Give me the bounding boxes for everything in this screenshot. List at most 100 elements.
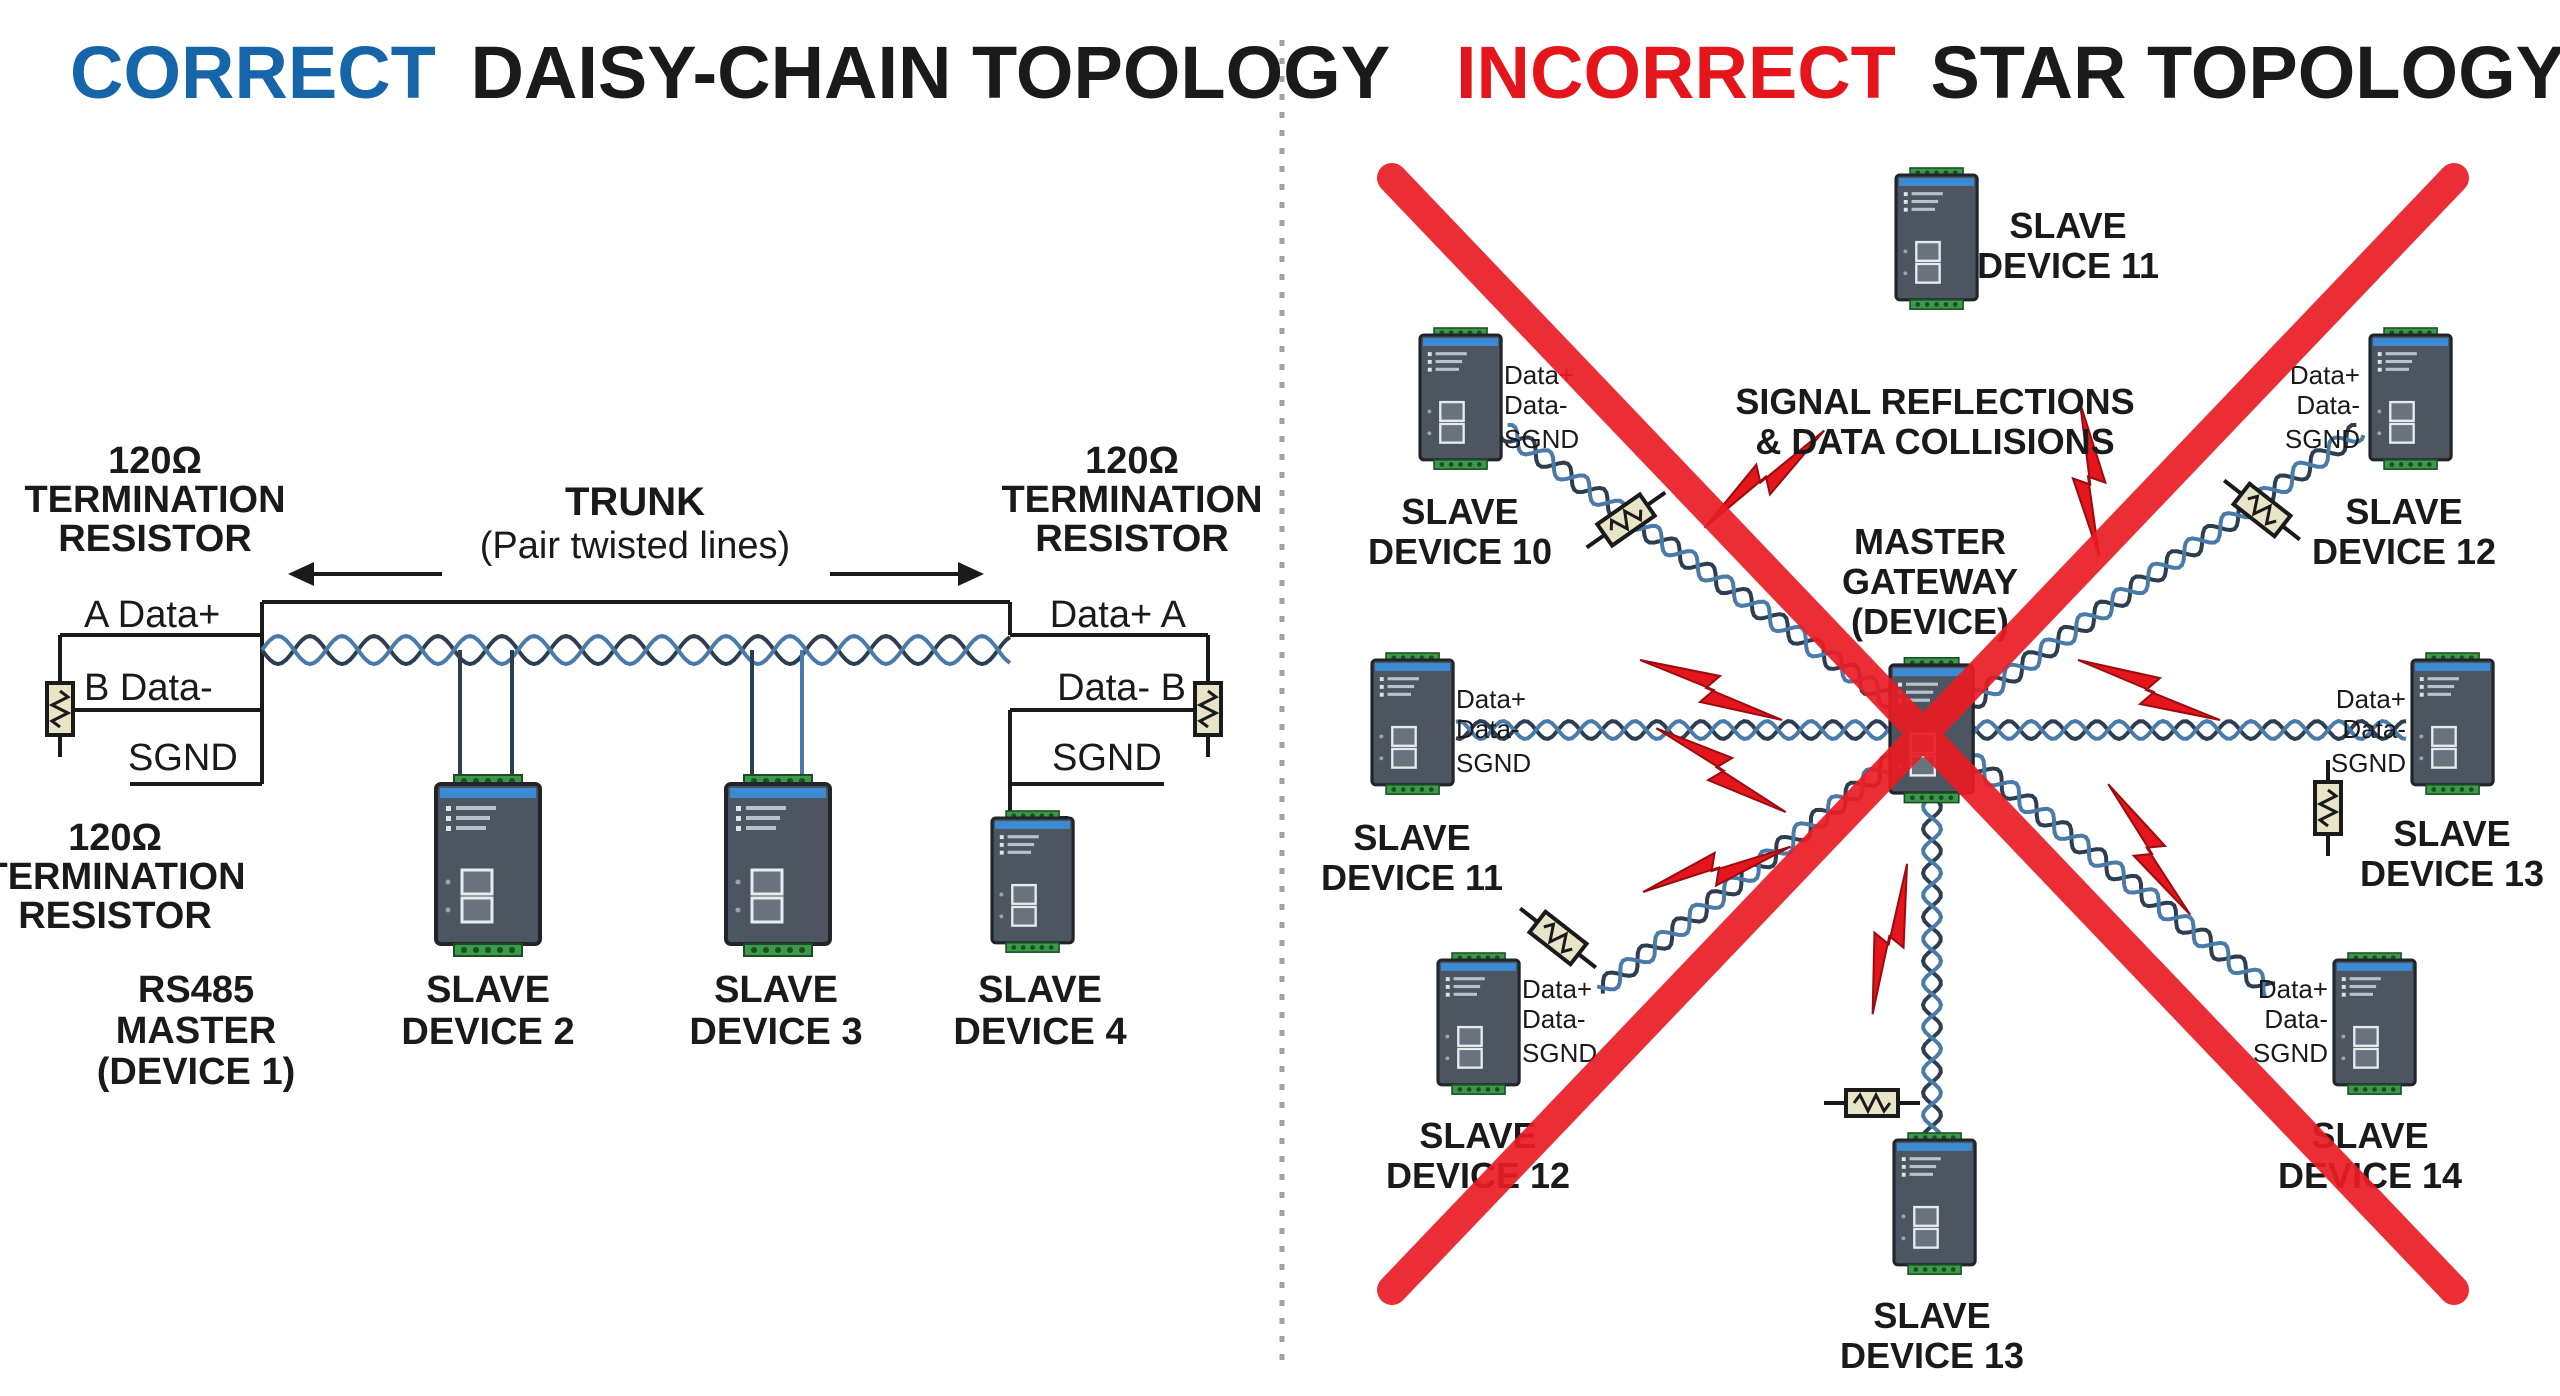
svg-text:120Ω: 120Ω bbox=[108, 440, 202, 482]
svg-text:TERMINATION: TERMINATION bbox=[24, 479, 285, 521]
svg-text:Data-: Data- bbox=[2296, 390, 2360, 420]
svg-text:RESISTOR: RESISTOR bbox=[58, 518, 252, 560]
svg-text:SLAVE: SLAVE bbox=[978, 969, 1102, 1011]
svg-text:Data-: Data- bbox=[1456, 714, 1520, 744]
svg-text:DEVICE 11: DEVICE 11 bbox=[1321, 857, 1503, 898]
svg-text:Data-: Data- bbox=[2342, 714, 2406, 744]
rs485-device-icon bbox=[990, 809, 1075, 954]
svg-text:SLAVE: SLAVE bbox=[2009, 205, 2126, 246]
rs485-device-icon bbox=[1418, 326, 1503, 471]
svg-text:Data-: Data- bbox=[2264, 1004, 2328, 1034]
slave-device-12-label: SLAVE DEVICE 12 bbox=[2312, 491, 2496, 572]
svg-text:SGND: SGND bbox=[1504, 424, 1579, 454]
rs485-device-icon bbox=[2368, 326, 2453, 471]
rs485-device-icon bbox=[434, 773, 542, 958]
svg-text:Data-: Data- bbox=[1504, 390, 1568, 420]
svg-text:SLAVE: SLAVE bbox=[2393, 813, 2510, 854]
termination-resistor-icon bbox=[2214, 468, 2310, 552]
star-spoke-wire bbox=[1930, 434, 2366, 731]
termination-resistor-icon bbox=[1193, 659, 1223, 759]
slave-device-13-label: SLAVE DEVICE 13 bbox=[2360, 813, 2544, 894]
lightning-bolt-icon bbox=[2077, 659, 2221, 721]
svg-text:SGND: SGND bbox=[2331, 748, 2406, 778]
lightning-bolt-icon bbox=[1846, 862, 1933, 1016]
rs485-device-icon bbox=[2410, 651, 2495, 796]
svg-text:(DEVICE 1): (DEVICE 1) bbox=[97, 1051, 295, 1093]
svg-text:RESISTOR: RESISTOR bbox=[18, 895, 212, 937]
rs485-device-icon bbox=[724, 773, 832, 958]
svg-text:SGND: SGND bbox=[2253, 1038, 2328, 1068]
warning-label: SIGNAL REFLECTIONS & DATA COLLISIONS bbox=[1735, 381, 2134, 462]
svg-text:DEVICE 10: DEVICE 10 bbox=[1368, 531, 1552, 572]
termination-label-right: 120Ω TERMINATION RESISTOR bbox=[1001, 440, 1262, 560]
svg-text:DEVICE 4: DEVICE 4 bbox=[953, 1011, 1126, 1053]
svg-text:SGND: SGND bbox=[1522, 1038, 1597, 1068]
star-spoke-wire bbox=[1930, 729, 2276, 989]
rs485-device-icon bbox=[1894, 166, 1979, 311]
svg-text:(DEVICE): (DEVICE) bbox=[1851, 601, 2009, 642]
rs485-device-icon bbox=[1436, 951, 1521, 1096]
svg-text:SLAVE: SLAVE bbox=[1401, 491, 1518, 532]
termination-label-left-bottom: 120Ω TERMINATION RESISTOR bbox=[0, 817, 246, 937]
pins-device-14: Data+ Data- SGND bbox=[2253, 974, 2328, 1068]
svg-text:DEVICE 3: DEVICE 3 bbox=[689, 1011, 862, 1053]
slave-device-2-label: SLAVE DEVICE 2 bbox=[401, 969, 574, 1053]
svg-text:SLAVE: SLAVE bbox=[2345, 491, 2462, 532]
trunk-bus bbox=[58, 600, 1210, 820]
title-correct-word: CORRECT bbox=[70, 31, 436, 114]
svg-text:& DATA COLLISIONS: & DATA COLLISIONS bbox=[1755, 421, 2114, 462]
svg-text:SGND: SGND bbox=[1456, 748, 1531, 778]
termination-resistor-icon bbox=[45, 659, 75, 759]
svg-text:DEVICE 13: DEVICE 13 bbox=[1840, 1335, 2024, 1376]
svg-text:Data+: Data+ bbox=[1522, 974, 1592, 1004]
pins-device-10: Data+ Data- SGND bbox=[1504, 360, 1579, 454]
svg-text:DEVICE 11: DEVICE 11 bbox=[1977, 245, 2159, 286]
pins-device-12-lower: Data+ Data- SGND bbox=[1522, 974, 1597, 1068]
svg-text:120Ω: 120Ω bbox=[68, 817, 162, 859]
svg-text:DEVICE 12: DEVICE 12 bbox=[2312, 531, 2496, 572]
svg-text:SLAVE: SLAVE bbox=[426, 969, 550, 1011]
twisted-pair-trunk bbox=[260, 633, 1012, 667]
signal-a-left: A Data+ bbox=[84, 594, 220, 636]
pins-device-13-right: Data+ Data- SGND bbox=[2331, 684, 2406, 778]
rs485-device-icon bbox=[2332, 951, 2417, 1096]
signal-a-right: Data+ A bbox=[1050, 594, 1187, 636]
svg-text:120Ω: 120Ω bbox=[1085, 440, 1179, 482]
svg-text:SGND: SGND bbox=[2285, 424, 2360, 454]
svg-text:GATEWAY: GATEWAY bbox=[1842, 561, 2018, 602]
signal-sgnd-left: SGND bbox=[128, 737, 238, 779]
lightning-bolt-icon bbox=[1644, 727, 1798, 814]
right-title: INCORRECT STAR TOPOLOGY bbox=[1456, 31, 2560, 114]
svg-text:DEVICE 2: DEVICE 2 bbox=[401, 1011, 574, 1053]
slave-device-11-label: SLAVE DEVICE 11 bbox=[1321, 817, 1503, 898]
lightning-bolt-icon bbox=[1639, 659, 1783, 721]
slave-device-4-label: SLAVE DEVICE 4 bbox=[953, 969, 1126, 1053]
svg-text:SLAVE: SLAVE bbox=[1873, 1295, 1990, 1336]
svg-text:SLAVE: SLAVE bbox=[1353, 817, 1470, 858]
rs485-device-icon bbox=[1370, 651, 1455, 796]
drop-wires bbox=[458, 650, 804, 784]
left-title: CORRECT DAISY-CHAIN TOPOLOGY bbox=[70, 31, 1390, 114]
svg-text:SIGNAL REFLECTIONS: SIGNAL REFLECTIONS bbox=[1735, 381, 2134, 422]
svg-text:DEVICE 13: DEVICE 13 bbox=[2360, 853, 2544, 894]
master-gateway-label: MASTER GATEWAY (DEVICE) bbox=[1842, 521, 2018, 642]
svg-text:SLAVE: SLAVE bbox=[714, 969, 838, 1011]
signal-b-right: Data- B bbox=[1057, 667, 1186, 709]
signal-b-left: B Data- bbox=[84, 667, 213, 709]
star-spoke-wire bbox=[1455, 719, 1934, 741]
master-device-1-label: RS485 MASTER (DEVICE 1) bbox=[97, 969, 295, 1093]
arrow-left-icon bbox=[288, 562, 442, 586]
pins-device-12: Data+ Data- SGND bbox=[2285, 360, 2360, 454]
svg-text:MASTER: MASTER bbox=[1854, 521, 2006, 562]
slave-device-12-lower-label: SLAVE DEVICE 12 bbox=[1386, 1115, 1570, 1196]
signal-sgnd-right: SGND bbox=[1052, 737, 1162, 779]
termination-resistor-icon bbox=[1577, 479, 1675, 561]
red-x-cross-icon bbox=[1377, 163, 2469, 1305]
termination-resistor-icon bbox=[1510, 896, 1606, 980]
trunk-sublabel: (Pair twisted lines) bbox=[480, 525, 790, 567]
svg-text:MASTER: MASTER bbox=[116, 1010, 276, 1052]
termination-label-left-top: 120Ω TERMINATION RESISTOR bbox=[24, 440, 285, 560]
pins-device-11: Data+ Data- SGND bbox=[1456, 684, 1531, 778]
svg-text:Data-: Data- bbox=[1522, 1004, 1586, 1034]
